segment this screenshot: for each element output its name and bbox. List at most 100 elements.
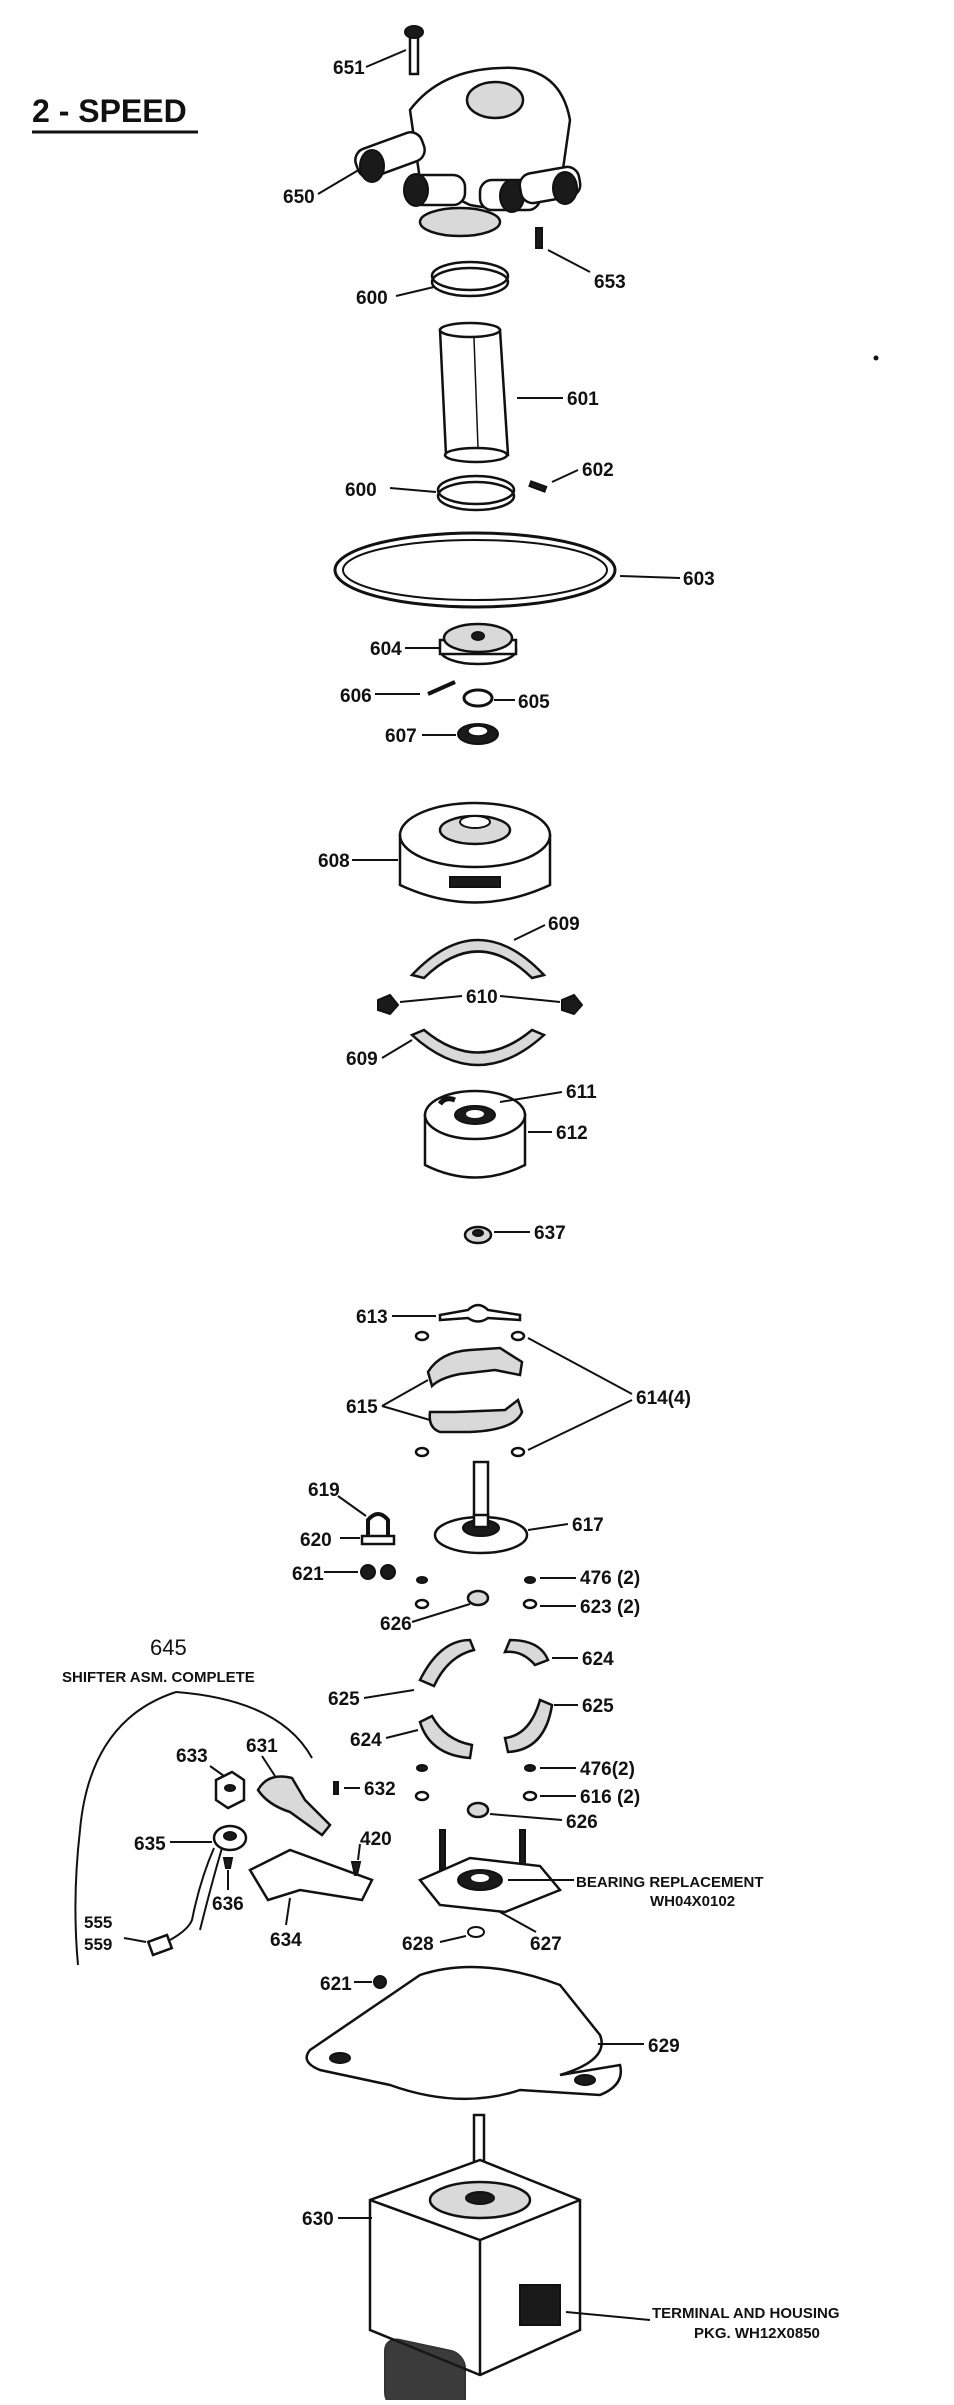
callout-609-lower: 609 (346, 1049, 378, 1070)
shifter-arm-631 (256, 1775, 332, 1837)
shifter-number: 645 (150, 1635, 187, 1660)
callout-610: 610 (466, 987, 498, 1008)
callout-619: 619 (308, 1480, 340, 1501)
leader-611 (499, 1091, 563, 1103)
bearing-note-line1: BEARING REPLACEMENT (576, 1874, 764, 1891)
leader-631 (261, 1755, 276, 1777)
plate-613 (438, 1303, 522, 1323)
cam-624-left (418, 1714, 474, 1760)
shifter-label: SHIFTER ASM. COMPLETE (62, 1669, 255, 1686)
callout-611: 611 (566, 1082, 597, 1103)
cam-624-right (503, 1638, 550, 1667)
washers-616 (414, 1790, 538, 1802)
bushing-626-lower (466, 1801, 490, 1819)
callout-476-upper: 476 (2) (580, 1568, 640, 1589)
callout-616: 616 (2) (580, 1787, 640, 1808)
callout-602: 602 (582, 460, 614, 481)
callout-624-right: 624 (582, 1649, 614, 1670)
cam-625-left (418, 1638, 476, 1688)
solenoid-635 (146, 1824, 248, 1957)
leader-617 (527, 1523, 569, 1531)
screw-636 (222, 1857, 234, 1869)
spring-615-lower (428, 1397, 524, 1434)
drive-hub-617 (433, 1460, 529, 1555)
hose (438, 321, 510, 464)
stray-mark (873, 355, 879, 361)
bearing-housing-627 (418, 1829, 563, 1914)
callout-600-bottom: 600 (345, 480, 377, 501)
hose-clamp-top (430, 260, 510, 298)
callout-420: 420 (360, 1829, 392, 1850)
clutch-housing (423, 1089, 527, 1179)
callout-625-right: 625 (582, 1696, 614, 1717)
leader-624b (385, 1729, 419, 1739)
callout-634: 634 (270, 1930, 302, 1951)
callout-637: 637 (534, 1223, 566, 1244)
callout-614: 614(4) (636, 1388, 691, 1409)
callout-635: 635 (134, 1834, 166, 1855)
callout-600-top: 600 (356, 288, 388, 309)
callout-633: 633 (176, 1746, 208, 1767)
callout-624-left: 624 (350, 1730, 382, 1751)
callout-629: 629 (648, 2036, 680, 2057)
cam-625-right (503, 1698, 554, 1754)
callout-623: 623 (2) (580, 1597, 640, 1618)
leader-614a (527, 1337, 633, 1395)
leader-600b (389, 487, 437, 493)
hose-clamp-bottom (436, 474, 548, 512)
callout-628: 628 (402, 1934, 434, 1955)
pump-assembly (354, 25, 582, 249)
leader-609b (381, 1039, 413, 1059)
leader-615b (381, 1405, 431, 1421)
terminal-note-line2: PKG. WH12X0850 (694, 2325, 820, 2342)
callout-604: 604 (370, 639, 402, 660)
callout-636: 636 (212, 1894, 244, 1915)
washers-623 (414, 1598, 538, 1610)
callout-555: 555 (84, 1913, 112, 1932)
ring-628 (467, 1926, 485, 1938)
callout-603: 603 (683, 569, 715, 590)
callout-626-upper: 626 (380, 1614, 412, 1635)
nut-637 (463, 1225, 493, 1245)
leader-602 (551, 469, 579, 483)
callout-627: 627 (530, 1934, 562, 1955)
pump-pulley (438, 622, 518, 666)
leader-628 (439, 1935, 467, 1943)
leader-terminal (565, 2311, 651, 2321)
mounting-plate-629 (305, 1965, 623, 2101)
leader-610a (399, 995, 463, 1003)
leader-626a (411, 1603, 471, 1623)
brake-pad-left (377, 993, 400, 1016)
pin-606 (427, 680, 456, 696)
leader-619 (337, 1495, 367, 1517)
shifter-bracket-left (74, 1691, 177, 1966)
spring-615-upper (426, 1346, 524, 1389)
leader-600a (395, 286, 435, 297)
motor-630 (368, 2113, 582, 2405)
retaining-ring (462, 688, 494, 708)
leader-603 (619, 575, 681, 579)
leader-614b (527, 1399, 633, 1451)
callout-476-lower: 476(2) (580, 1759, 635, 1780)
callout-613: 613 (356, 1307, 388, 1328)
clutch-drum-pulley (398, 801, 552, 904)
drive-belt (333, 531, 617, 609)
pin-632 (333, 1781, 339, 1795)
callout-653: 653 (594, 272, 626, 293)
leader-633 (209, 1765, 225, 1777)
leader-615a (381, 1379, 429, 1407)
leader-555 (123, 1937, 147, 1943)
plate-620 (360, 1534, 396, 1546)
leader-420 (357, 1843, 361, 1861)
leader-610b (499, 995, 561, 1003)
callout-605: 605 (518, 692, 550, 713)
screw-420 (350, 1861, 362, 1876)
callout-617: 617 (572, 1515, 604, 1536)
leader-651 (365, 49, 407, 68)
leader-627 (499, 1911, 537, 1933)
callout-632: 632 (364, 1779, 396, 1800)
callout-621-upper: 621 (292, 1564, 324, 1585)
callout-626-lower: 626 (566, 1812, 598, 1833)
shifter-block-633 (214, 1770, 246, 1810)
